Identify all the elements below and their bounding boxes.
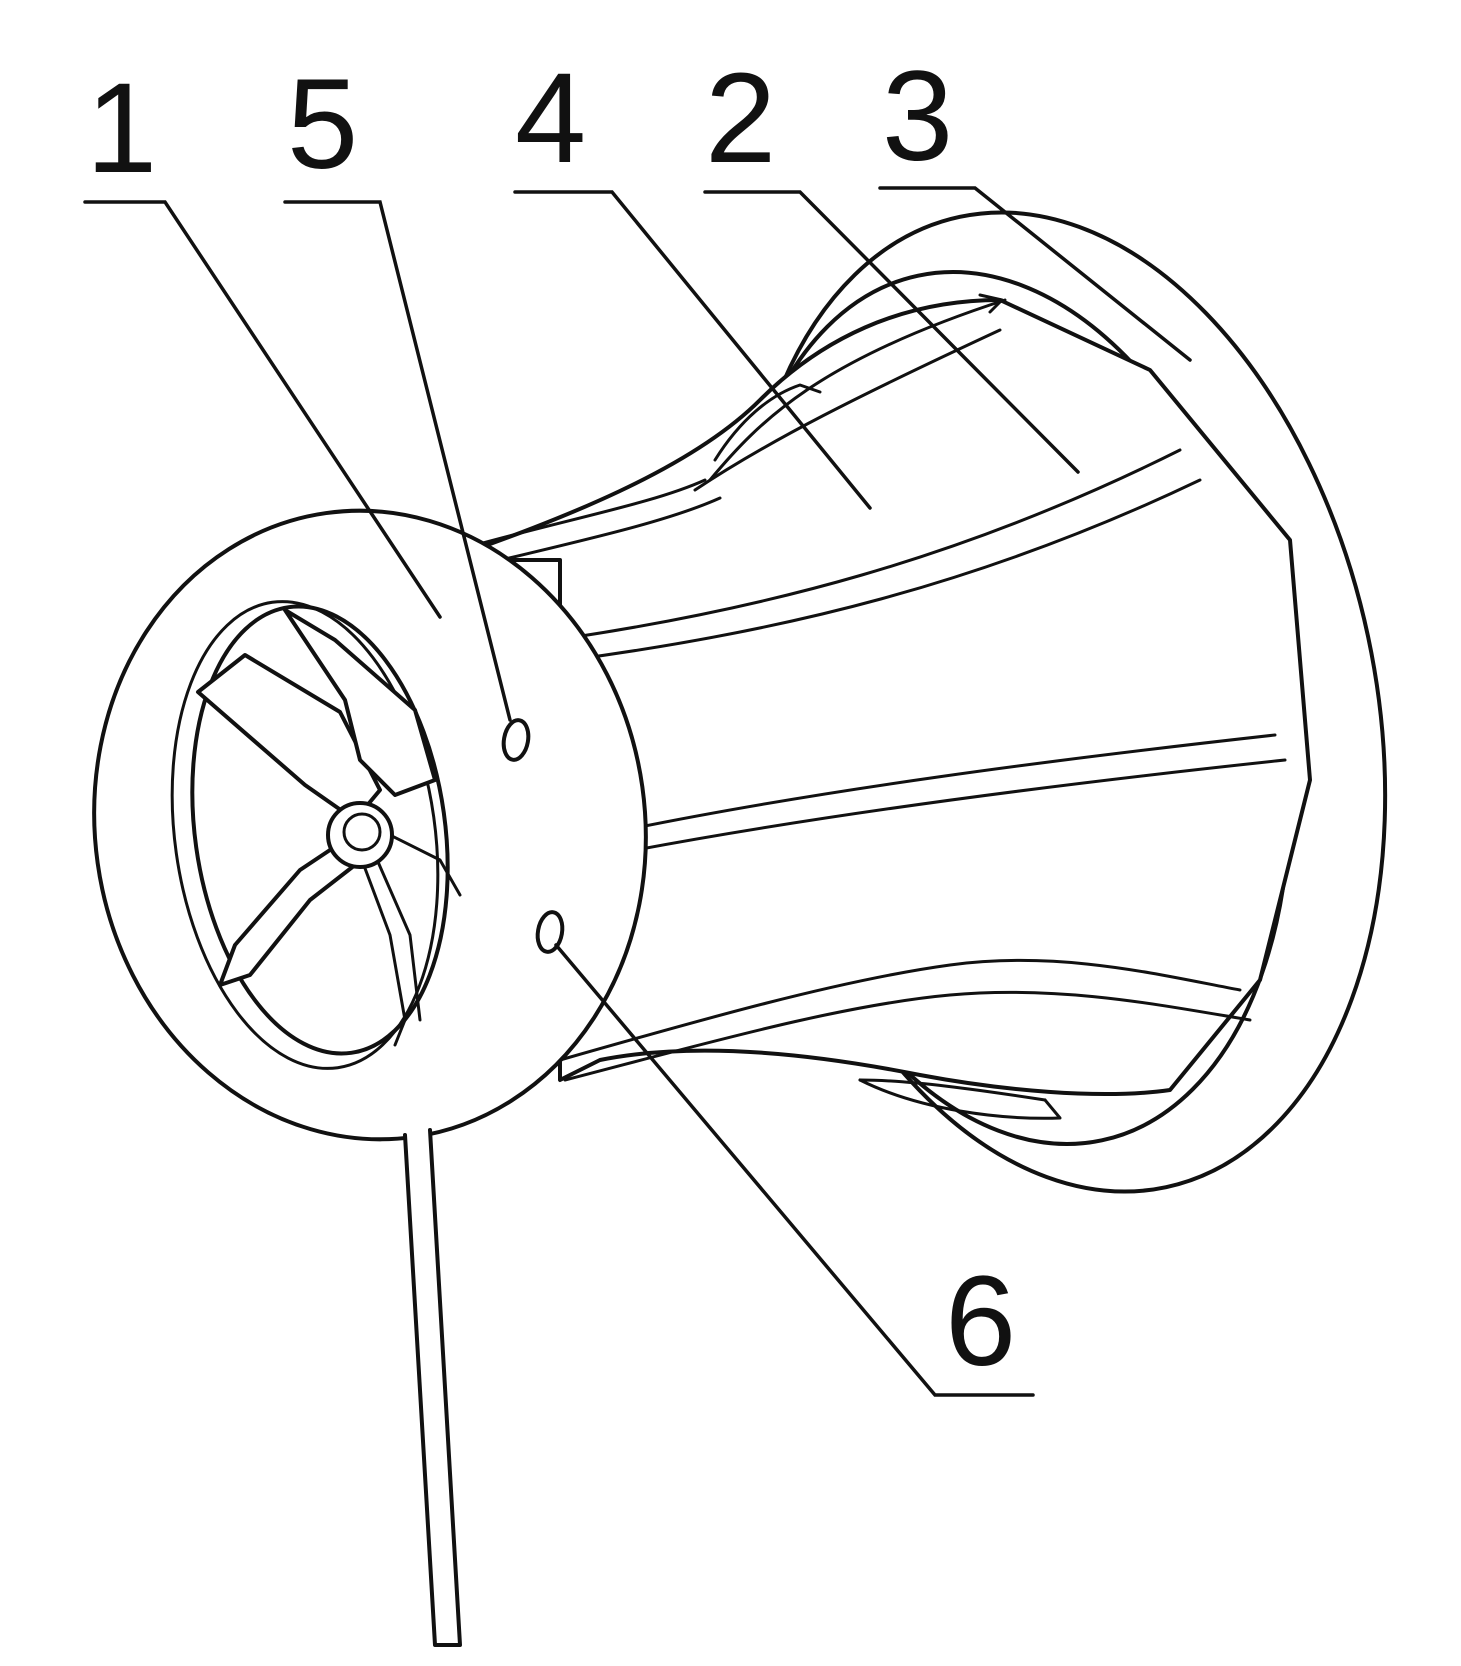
callout-3: 3: [882, 45, 953, 188]
callout-labels: 1 5 4 2 3 6: [86, 45, 1016, 1393]
port-lower: [535, 910, 565, 954]
callout-1: 1: [86, 57, 157, 200]
callout-6: 6: [945, 1250, 1016, 1393]
callout-2: 2: [705, 47, 776, 190]
shroud-body: [438, 293, 1312, 1120]
callout-5: 5: [287, 53, 358, 196]
ports: [501, 718, 565, 954]
port-upper: [501, 718, 531, 762]
callout-4: 4: [515, 47, 586, 190]
support-pole: [403, 1128, 462, 1647]
leader-lines: [83, 186, 1192, 1397]
rotor-blades: [196, 608, 462, 1047]
